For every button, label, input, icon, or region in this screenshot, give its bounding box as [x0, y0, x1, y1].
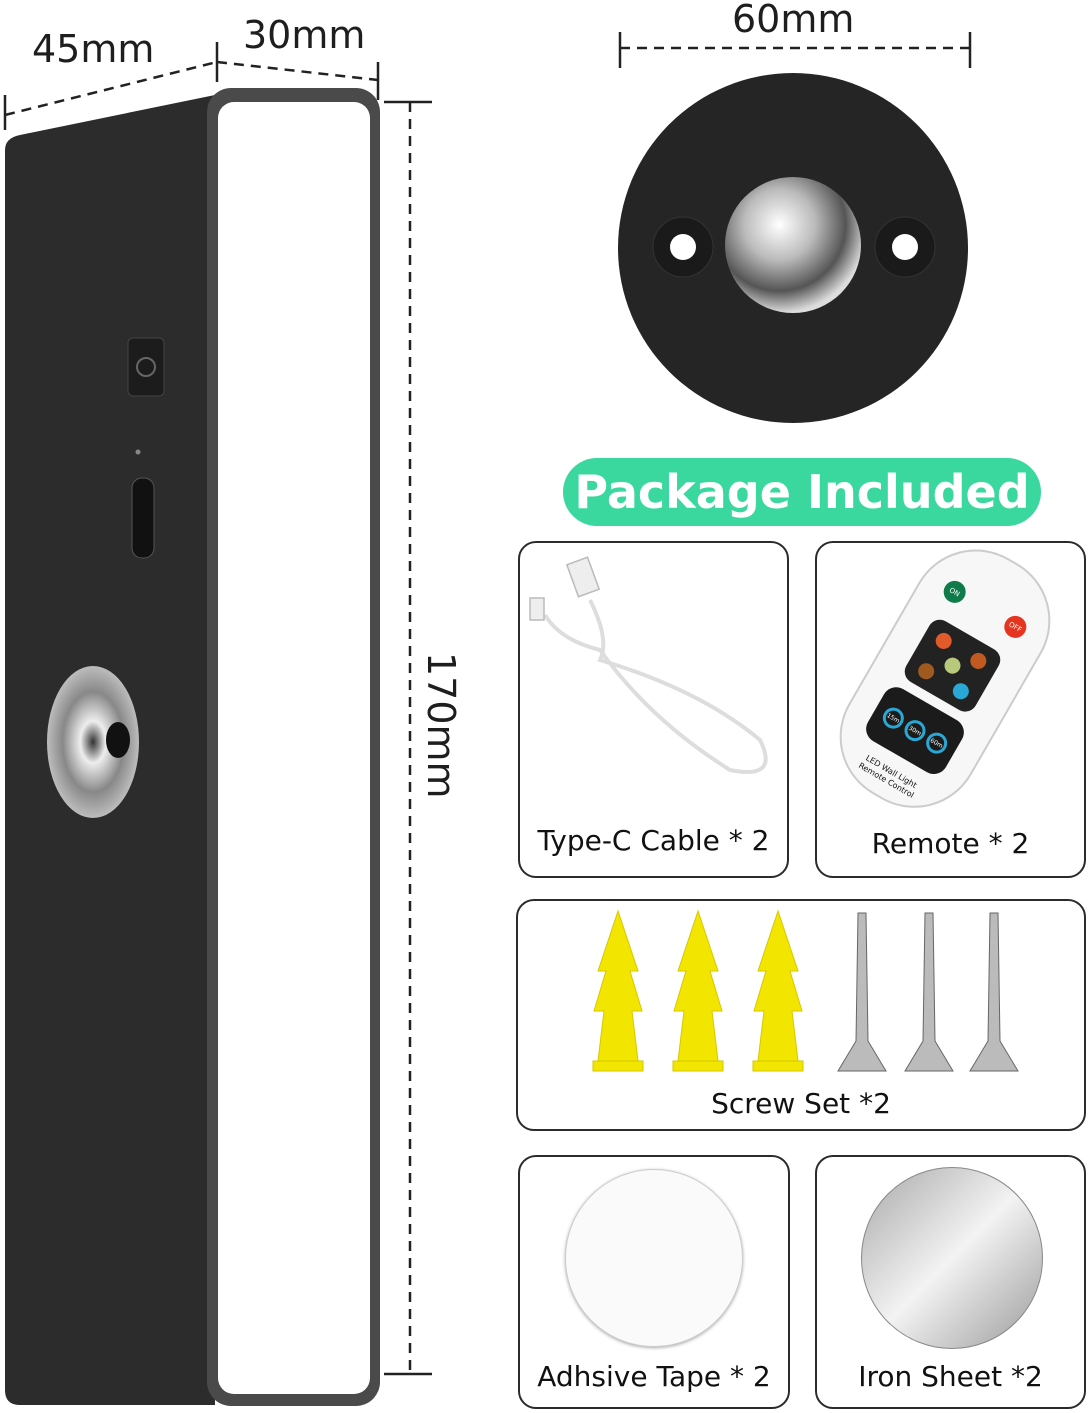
- adhesive-tape-icon: [565, 1169, 743, 1347]
- height-label: 170mm: [419, 652, 463, 799]
- item-remote: [815, 541, 1086, 878]
- magnet-icon: [47, 666, 139, 818]
- usb-c-port-icon: [131, 477, 155, 559]
- depth-label: 45mm: [32, 27, 154, 71]
- light-bar: [5, 88, 380, 1406]
- item-label: Remote * 2: [871, 827, 1030, 860]
- width-label: 30mm: [243, 13, 365, 57]
- remote-control-icon: ON OFF 15m 30m 60m LED Wall Light Remote…: [839, 549, 1051, 808]
- item-label: Type-C Cable * 2: [537, 824, 770, 857]
- iron-sheet-icon: [861, 1167, 1043, 1349]
- item-label: Screw Set *2: [711, 1087, 891, 1120]
- mount-diameter-label: 60mm: [732, 0, 854, 41]
- power-button-icon: [127, 337, 165, 397]
- dimension-lines: [3, 32, 972, 1376]
- magnetic-mount-icon: [618, 73, 968, 423]
- item-screw-set: [516, 899, 1086, 1131]
- item-label: Iron Sheet *2: [858, 1360, 1043, 1393]
- package-included-banner: Package Included: [563, 458, 1041, 526]
- item-adhesive-tape: [518, 1155, 790, 1409]
- screw-set-icon: [592, 909, 1019, 1072]
- remote-on-button-icon: [943, 580, 966, 603]
- item-type-c-cable: [518, 541, 789, 878]
- item-label: Adhsive Tape * 2: [537, 1360, 771, 1393]
- item-iron-sheet: [815, 1155, 1086, 1409]
- usb-cable-icon: [529, 556, 768, 774]
- remote-off-button-icon: [1004, 615, 1027, 638]
